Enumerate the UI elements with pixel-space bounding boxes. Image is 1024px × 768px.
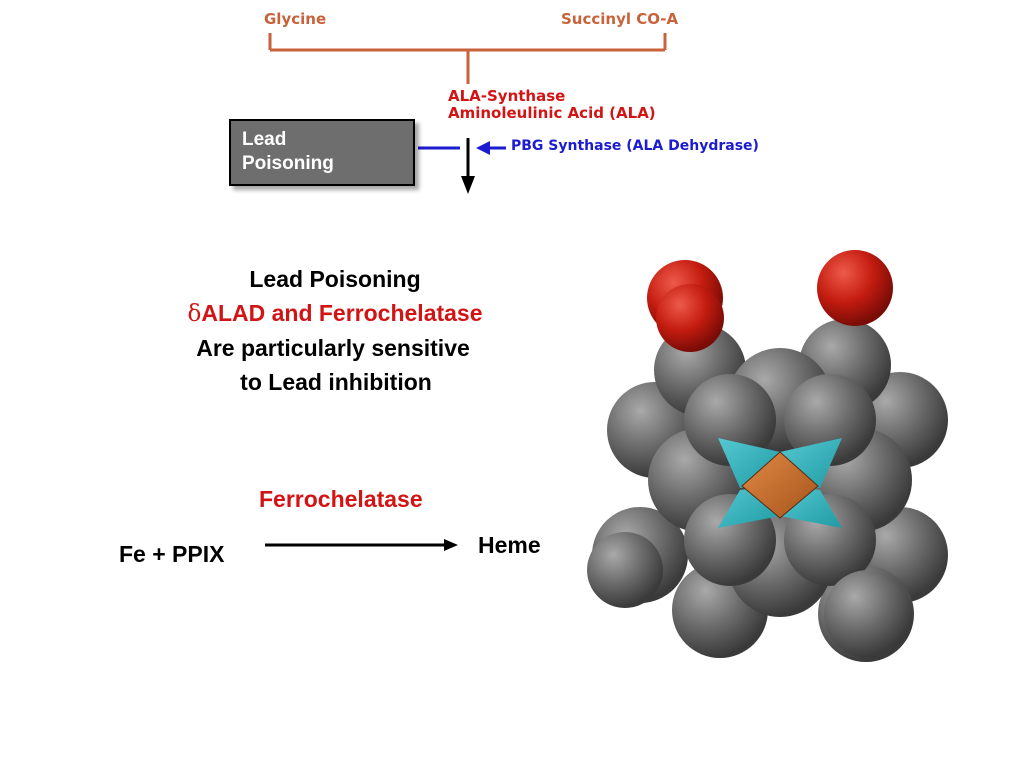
pbg-arrow-head [476,141,490,155]
ala-synthase-label: ALA-Synthase [448,87,566,105]
succinyl-coa-label: Succinyl CO-A [561,10,679,28]
statement-line2-text: ALAD and Ferrochelatase [201,300,483,326]
statement-line1: Lead Poisoning [249,266,421,292]
iron-atom [741,451,819,519]
ferrochelatase-label: Ferrochelatase [259,486,423,512]
lead-box-line2: Poisoning [242,153,334,174]
reactant-label: Fe + PPIX [119,541,225,567]
carbon-atom [684,374,776,466]
oxygen-atom [656,284,724,352]
oxygen-atom [817,250,893,326]
down-arrow-head [461,176,475,194]
pbg-synthase-label: PBG Synthase (ALA Dehydrase) [511,138,759,154]
carbon-atom [824,570,912,658]
statement-line3: Are particularly sensitive [196,335,470,361]
product-label: Heme [478,532,541,558]
delta-symbol: δ [187,301,202,327]
carbon-atom [587,532,663,608]
statement-line4: to Lead inhibition [240,369,432,395]
lead-box-line1: Lead [242,129,287,150]
ala-product-label: Aminoleulinic Acid (ALA) [448,104,656,122]
lead-poisoning-box: Lead Poisoning [229,119,415,186]
carbon-atom [784,374,876,466]
reaction-arrow-head [444,539,458,551]
statement-line2: δALAD and Ferrochelatase [187,300,482,327]
glycine-label: Glycine [264,10,327,28]
